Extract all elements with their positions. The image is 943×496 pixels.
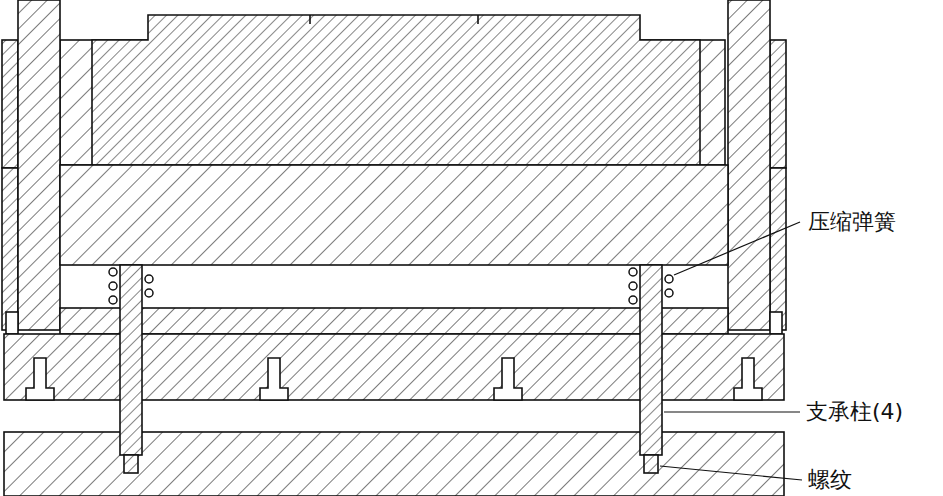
thread <box>644 455 658 473</box>
support-plate <box>60 165 728 265</box>
pin-head <box>26 358 54 400</box>
guide-column <box>18 0 60 330</box>
part-label: 螺纹 <box>806 467 854 493</box>
ejector-plate <box>60 308 728 334</box>
support-pillar <box>640 265 662 455</box>
side-wall <box>2 40 18 168</box>
guide-column <box>728 0 770 330</box>
pin-head <box>494 358 522 400</box>
side-wall <box>770 168 786 330</box>
leader-line <box>660 466 802 480</box>
part-label: 支承柱(4) <box>804 399 905 425</box>
pin-head <box>260 358 288 400</box>
leader-line <box>664 411 800 412</box>
leader-line <box>674 222 800 275</box>
pin-head <box>734 358 762 400</box>
support-pillar <box>120 265 142 455</box>
side-wall <box>2 168 18 330</box>
step <box>6 312 18 334</box>
core-insert <box>92 15 700 165</box>
compression-spring <box>109 268 673 304</box>
part-label: 压缩弹簧 <box>806 209 898 235</box>
side-wall <box>770 40 786 168</box>
thread <box>124 455 138 473</box>
step <box>770 312 782 334</box>
